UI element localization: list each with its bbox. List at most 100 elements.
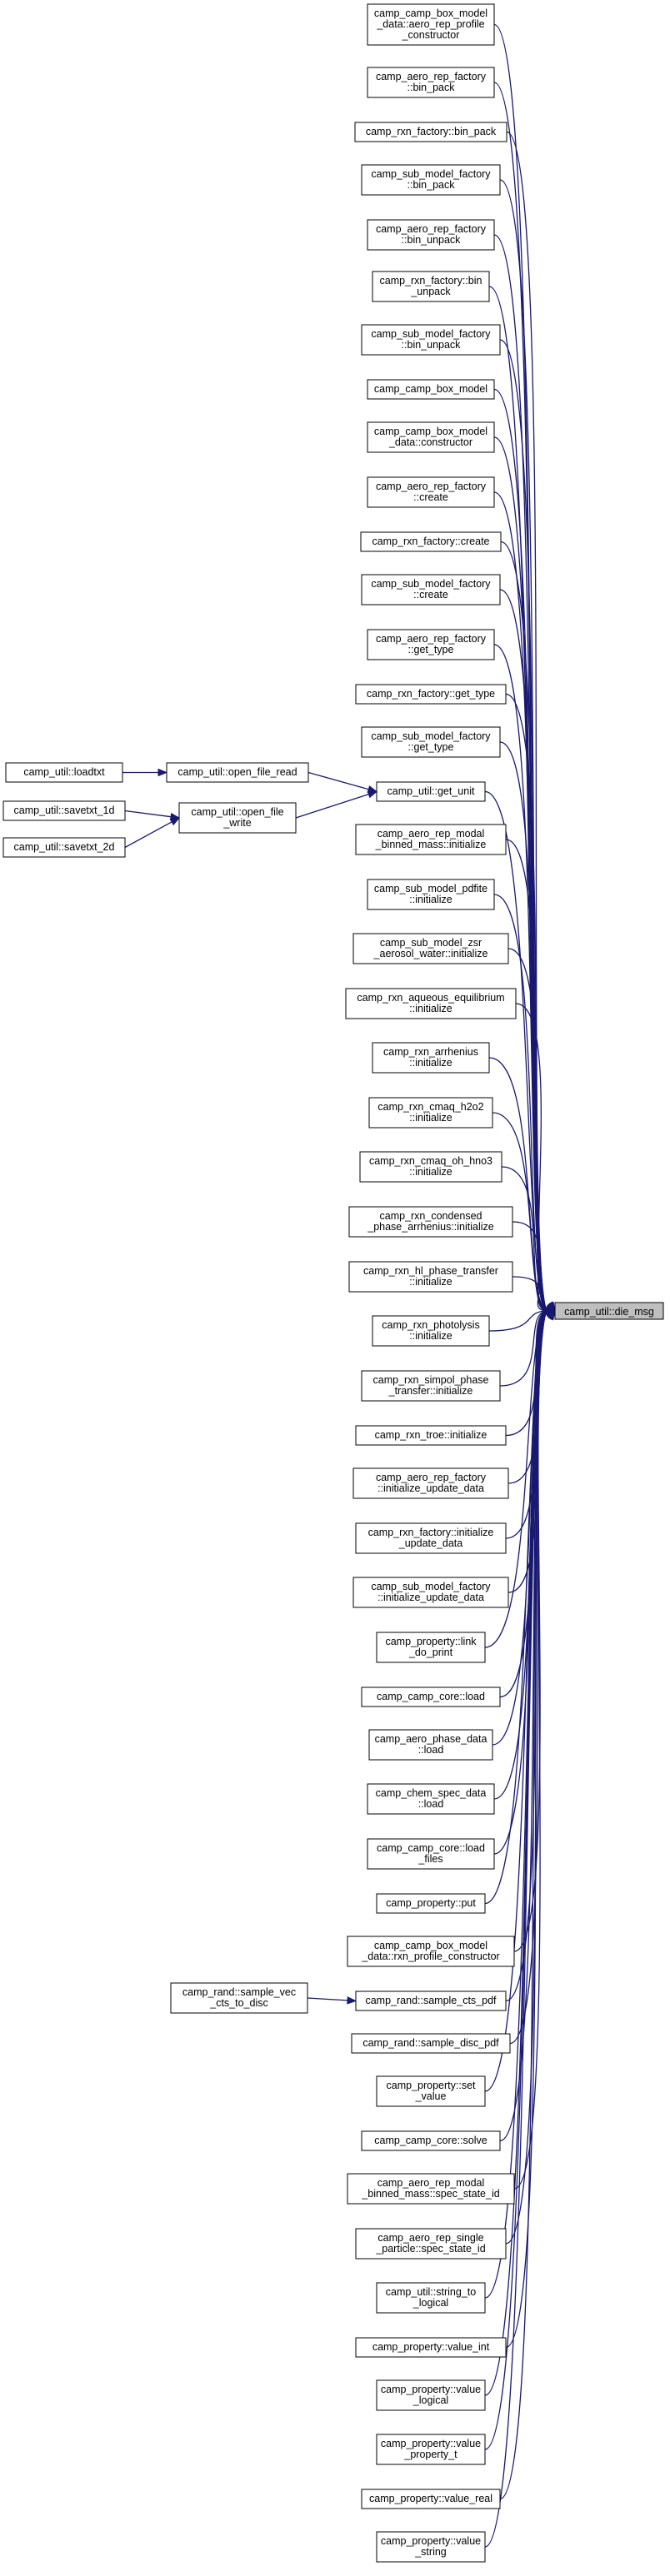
node-s_read[interactable]: camp_util::open_file_read xyxy=(166,762,309,783)
node-n06[interactable]: camp_rxn_factory::bin_unpack xyxy=(372,271,490,302)
node-box xyxy=(367,1783,495,1815)
node-n05[interactable]: camp_aero_rep_factory::bin_unpack xyxy=(367,219,495,251)
node-n35[interactable]: camp_chem_spec_data::load xyxy=(367,1783,495,1815)
node-n09[interactable]: camp_camp_box_model_data::constructor xyxy=(367,421,495,453)
node-n10[interactable]: camp_aero_rep_factory::create xyxy=(367,476,495,508)
node-box xyxy=(367,219,495,251)
node-n23[interactable]: camp_rxn_cmaq_oh_hno3::initialize xyxy=(359,1151,502,1183)
node-label: camp_property::set xyxy=(387,2080,477,2091)
node-n50[interactable]: camp_property::value_string xyxy=(376,2531,486,2563)
node-label: camp_aero_rep_factory xyxy=(376,71,487,82)
node-n21[interactable]: camp_rxn_arrhenius::initialize xyxy=(372,1042,490,1074)
node-n07[interactable]: camp_sub_model_factory::bin_unpack xyxy=(361,324,501,356)
node-box xyxy=(361,324,501,356)
node-n45[interactable]: camp_util::string_to_logical xyxy=(376,2282,486,2314)
node-s_vec[interactable]: camp_rand::sample_vec_cts_to_disc xyxy=(170,1982,308,2014)
node-n18[interactable]: camp_sub_model_pdfite::initialize xyxy=(367,879,495,910)
node-n01[interactable]: camp_camp_box_model_data::aero_rep_profi… xyxy=(367,3,495,46)
node-box xyxy=(178,802,297,834)
node-n08[interactable]: camp_camp_box_model xyxy=(367,379,495,400)
edge-n26-to-die_msg xyxy=(488,1310,548,1332)
node-n20[interactable]: camp_rxn_aqueous_equilibrium::initialize xyxy=(345,988,517,1019)
arrowhead-s_vec-to-n39 xyxy=(347,1996,358,2005)
node-box xyxy=(355,684,507,705)
target-node[interactable]: camp_util::die_msg xyxy=(554,1302,664,1320)
node-n41[interactable]: camp_property::set_value xyxy=(376,2075,486,2107)
node-label: camp_property::value_real xyxy=(369,2493,492,2504)
node-s_write[interactable]: camp_util::open_file_write xyxy=(178,802,297,834)
node-n46[interactable]: camp_property::value_int xyxy=(355,2337,507,2358)
node-n37[interactable]: camp_property::put xyxy=(376,1893,486,1914)
node-n29[interactable]: camp_aero_rep_factory::initialize_update… xyxy=(352,1467,509,1499)
node-n40[interactable]: camp_rand::sample_disc_pdf xyxy=(351,2033,511,2054)
node-n39[interactable]: camp_rand::sample_cts_pdf xyxy=(355,1991,507,2011)
node-box xyxy=(376,2075,486,2107)
node-label: ::initialize xyxy=(409,1057,452,1069)
node-n12[interactable]: camp_sub_model_factory::create xyxy=(361,574,501,605)
node-label: camp_sub_model_factory xyxy=(371,328,491,340)
node-n48[interactable]: camp_property::value_property_t xyxy=(376,2434,486,2465)
node-label: camp_property::value xyxy=(381,2438,481,2449)
node-box xyxy=(367,476,495,508)
node-box xyxy=(355,2228,507,2260)
node-n38[interactable]: camp_camp_box_model_data::rxn_profile_co… xyxy=(347,1936,515,1967)
node-n34[interactable]: camp_aero_phase_data::load xyxy=(368,1729,493,1761)
node-box xyxy=(372,1315,490,1347)
node-label: camp_camp_core::solve xyxy=(374,2135,488,2146)
node-n03[interactable]: camp_rxn_factory::bin_pack xyxy=(354,122,508,142)
node-n36[interactable]: camp_camp_core::load_files xyxy=(367,1838,495,1870)
node-label: ::load xyxy=(418,1798,444,1810)
node-n24[interactable]: camp_rxn_condensed_phase_arrhenius::init… xyxy=(348,1206,513,1238)
node-n25[interactable]: camp_rxn_hl_phase_transfer::initialize xyxy=(348,1261,513,1293)
node-n30[interactable]: camp_rxn_factory::initialize_update_data xyxy=(355,1522,507,1554)
node-n31[interactable]: camp_sub_model_factory::initialize_updat… xyxy=(352,1577,509,1608)
node-label: camp_util::loadtxt xyxy=(23,766,105,778)
node-n22[interactable]: camp_rxn_cmaq_h2o2::initialize xyxy=(368,1097,493,1129)
node-n11[interactable]: camp_rxn_factory::create xyxy=(360,531,502,552)
node-n42[interactable]: camp_camp_core::solve xyxy=(361,2130,501,2151)
node-label: ::bin_pack xyxy=(408,179,456,191)
node-label: ::initialize xyxy=(409,1276,452,1288)
node-label: camp_camp_box_model xyxy=(374,383,488,395)
node-n47[interactable]: camp_property::value_logical xyxy=(376,2379,486,2411)
node-n27[interactable]: camp_rxn_simpol_phase_transfer::initiali… xyxy=(361,1370,501,1402)
edge-n10-to-die_msg xyxy=(493,491,548,1312)
node-box xyxy=(2,837,126,858)
node-box xyxy=(376,2379,486,2411)
node-n26[interactable]: camp_rxn_photolysis::initialize xyxy=(372,1315,490,1347)
node-label: camp_property::value_int xyxy=(372,2341,490,2353)
node-n49[interactable]: camp_property::value_real xyxy=(361,2489,501,2509)
node-label: camp_rxn_factory::initialize xyxy=(368,1527,494,1538)
node-label: camp_util::savetxt_2d xyxy=(14,841,115,853)
node-n44[interactable]: camp_aero_rep_single_particle::spec_stat… xyxy=(355,2228,507,2260)
node-label: camp_rxn_photolysis xyxy=(382,1319,479,1331)
node-n04[interactable]: camp_sub_model_factory::bin_pack xyxy=(361,164,501,196)
node-n15[interactable]: camp_sub_model_factory::get_type xyxy=(361,726,501,758)
node-label: camp_aero_rep_factory xyxy=(376,481,487,492)
node-n28[interactable]: camp_rxn_troe::initialize xyxy=(355,1425,507,1446)
node-s_loadtxt[interactable]: camp_util::loadtxt xyxy=(5,762,123,783)
edge-layer xyxy=(122,23,557,2548)
node-s_save1d[interactable]: camp_util::savetxt_1d xyxy=(2,800,126,821)
node-label: camp_util::savetxt_1d xyxy=(14,805,115,816)
node-n19[interactable]: camp_sub_model_zsr_aerosol_water::initia… xyxy=(352,933,509,964)
node-n17[interactable]: camp_aero_rep_modal_binned_mass::initial… xyxy=(355,824,507,855)
node-n16[interactable]: camp_util::get_unit xyxy=(376,781,486,802)
node-n32[interactable]: camp_property::link_do_print xyxy=(376,1632,486,1663)
edge-s_write-to-n16 xyxy=(295,793,369,819)
node-s_save2d[interactable]: camp_util::savetxt_2d xyxy=(2,837,126,858)
node-label: camp_rxn_simpol_phase xyxy=(373,1374,489,1386)
node-n02[interactable]: camp_aero_rep_factory::bin_pack xyxy=(367,67,495,98)
node-label: _data::constructor xyxy=(388,436,472,448)
node-n13[interactable]: camp_aero_rep_factory::get_type xyxy=(367,629,495,660)
edge-n20-to-die_msg xyxy=(515,1003,548,1312)
node-label: _cts_to_disc xyxy=(209,1997,268,2009)
node-n43[interactable]: camp_aero_rep_modal_binned_mass::spec_st… xyxy=(347,2173,515,2205)
node-n33[interactable]: camp_camp_core::load xyxy=(361,1687,501,1707)
edge-s_save2d-to-s_write xyxy=(124,821,172,849)
node-box xyxy=(368,1729,493,1761)
node-label: _binned_mass::spec_state_id xyxy=(361,2188,499,2200)
node-box xyxy=(376,2282,486,2314)
node-label: _do_print xyxy=(408,1647,453,1658)
node-n14[interactable]: camp_rxn_factory::get_type xyxy=(355,684,507,705)
